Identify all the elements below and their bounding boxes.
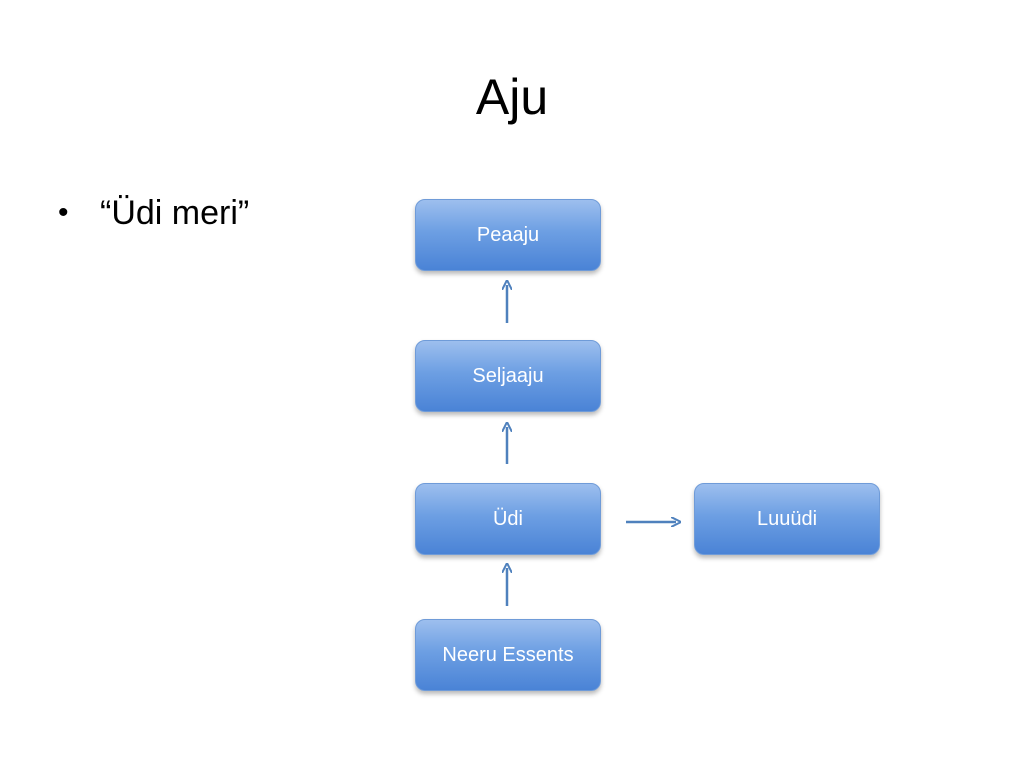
- bullet-text: “Üdi meri”: [100, 194, 250, 232]
- slide-title: Aju: [475, 69, 549, 125]
- bullet-list: • “Üdi meri”: [58, 188, 249, 238]
- bullet-item: • “Üdi meri”: [58, 188, 249, 238]
- node-neeru-essents: Neeru Essents: [415, 619, 601, 691]
- bullet-dot-icon: •: [58, 196, 69, 229]
- node-luuudi-label: Luuüdi: [756, 507, 818, 530]
- node-udi-label: Üdi: [492, 507, 523, 530]
- node-peaaju: Peaaju: [415, 199, 601, 271]
- node-seljaaju: Seljaaju: [415, 340, 601, 412]
- node-peaaju-label: Peaaju: [476, 223, 540, 246]
- node-udi: Üdi: [415, 483, 601, 555]
- node-seljaaju-label: Seljaaju: [472, 364, 544, 387]
- node-luuudi: Luuüdi: [694, 483, 880, 555]
- node-neeru-essents-label: Neeru Essents: [442, 643, 574, 666]
